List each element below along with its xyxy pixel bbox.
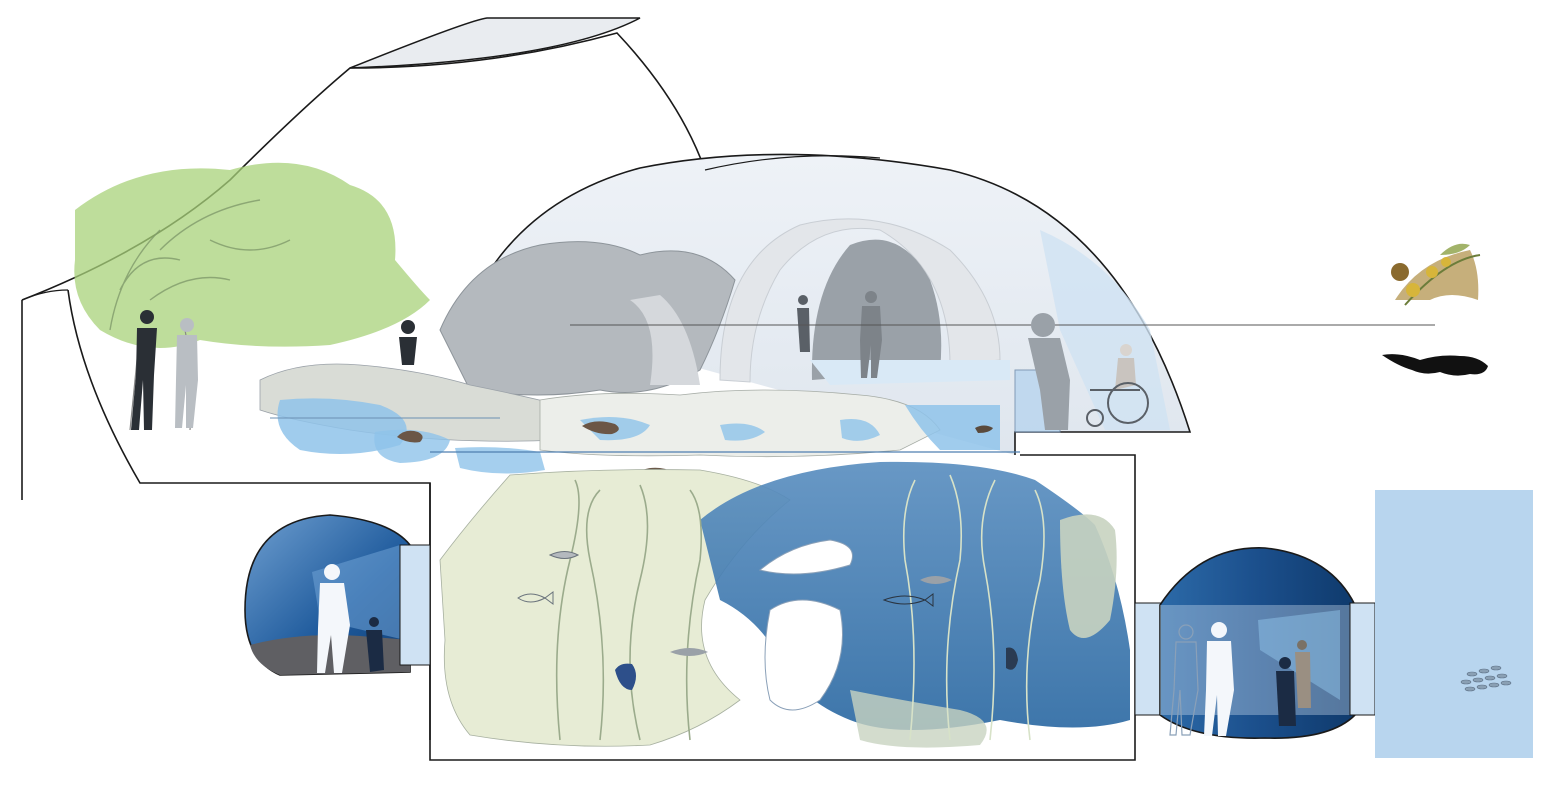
- fish-outline-icon: [548, 551, 580, 559]
- wheelchair-visitor-icon: [1086, 344, 1149, 427]
- fish-outline-icon: [517, 591, 554, 605]
- kelp-sprig-icon: [1391, 243, 1481, 306]
- forest-canopy: [74, 162, 431, 348]
- water-level-lines: [270, 324, 1435, 453]
- visitor-silhouette-icon: [1169, 624, 1199, 736]
- left-viewing-tunnel: [244, 514, 431, 676]
- visitor-silhouette-icon: [1028, 313, 1070, 430]
- kelp-tank: [429, 454, 1136, 761]
- visitor-silhouette-icon: [175, 318, 198, 428]
- visitor-silhouette-icon: [131, 310, 157, 430]
- visitor-silhouette-icon: [1204, 622, 1234, 736]
- cave-archway: [719, 218, 1010, 385]
- open-ocean-tank: [1375, 490, 1533, 758]
- visitor-silhouette-icon: [317, 564, 350, 673]
- otter-icon: [582, 421, 619, 435]
- otter-icon: [1382, 354, 1488, 376]
- otter-icon: [975, 425, 993, 433]
- rocky-shore: [259, 241, 941, 458]
- otter-icon: [397, 430, 423, 443]
- visitor-silhouette-icon: [860, 291, 882, 378]
- fish-school-icon: [1460, 665, 1512, 692]
- visitor-silhouette-icon: [1295, 640, 1311, 708]
- fish-outline-icon: [670, 648, 708, 656]
- visitor-silhouette-icon: [399, 320, 417, 365]
- visitor-silhouette-icon: [366, 617, 384, 672]
- forest-room: [67, 162, 431, 740]
- fish-outline-icon: [920, 576, 952, 584]
- visitor-silhouette-icon: [1276, 657, 1296, 726]
- visitor-silhouette-icon: [797, 295, 810, 352]
- fish-outline-icon: [882, 593, 934, 607]
- right-viewing-tunnel: [1134, 547, 1376, 739]
